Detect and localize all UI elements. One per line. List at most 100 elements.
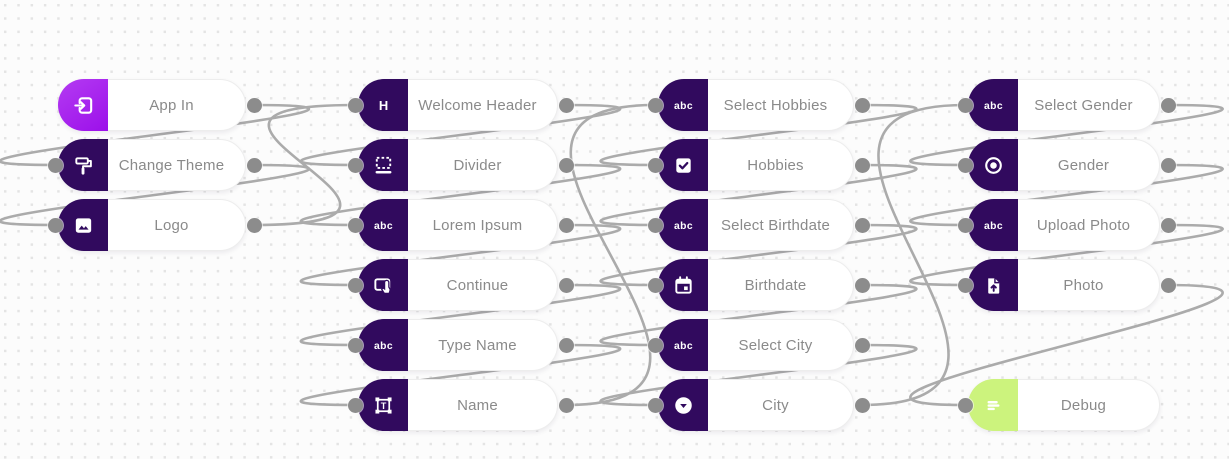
node-label: Gender [1057,156,1110,174]
divider-output-port[interactable] [558,157,574,173]
divider-input-port[interactable] [347,157,363,173]
select-hobbies-input-port[interactable] [647,97,663,113]
node-label: Upload Photo [1036,216,1131,234]
svg-text:abc: abc [984,221,1003,232]
node-cap [58,199,108,251]
logo-input-port[interactable] [47,217,63,233]
svg-text:abc: abc [374,221,393,232]
lorem-ipsum-input-port[interactable] [347,217,363,233]
wire-select-hobbies-to-hobbies [599,103,918,167]
select-gender-input-port[interactable] [957,97,973,113]
node-label: Change Theme [118,156,225,174]
wire-type-name-to-name [299,343,622,407]
city-input-port[interactable] [647,397,663,413]
hobbies-output-port[interactable] [854,157,870,173]
birthdate-input-port[interactable] [647,277,663,293]
hobbies-input-port[interactable] [647,157,663,173]
type-name-input-port[interactable] [347,337,363,353]
node-cap [658,139,708,191]
wire-upload-photo-to-photo [909,223,1224,287]
select-birthdate-input-port[interactable] [647,217,663,233]
app-in-output-port[interactable] [246,97,262,113]
debug-lines-icon [982,394,1005,417]
continue-input-port[interactable] [347,277,363,293]
wire-continue-to-type-name [299,283,622,347]
change-theme-output-port[interactable] [246,157,262,173]
upload-photo-input-port[interactable] [957,217,973,233]
node-upload-photo[interactable]: abc Upload Photo [968,199,1160,251]
paint-roller-icon [72,154,95,177]
welcome-header-input-port[interactable] [347,97,363,113]
continue-output-port[interactable] [558,277,574,293]
image-icon [72,214,95,237]
wire-name-to-select-hobbies [564,103,657,407]
node-continue[interactable]: Continue [358,259,558,311]
node-welcome-header[interactable]: H Welcome Header [358,79,558,131]
node-divider[interactable]: Divider [358,139,558,191]
wire-logo-to-welcome-header [252,103,357,227]
node-photo[interactable]: Photo [968,259,1160,311]
node-label: Select Gender [1034,96,1133,114]
node-logo[interactable]: Logo [58,199,246,251]
node-cap [358,139,408,191]
select-birthdate-output-port[interactable] [854,217,870,233]
node-select-gender[interactable]: abc Select Gender [968,79,1160,131]
node-label: Welcome Header [418,96,537,114]
abc-icon: abc [372,334,395,357]
node-cap: abc [658,319,708,371]
login-icon [72,94,95,117]
abc-icon: abc [982,94,1005,117]
node-label: Birthdate [744,276,807,294]
node-cap: T [358,379,408,431]
node-label: Continue [446,276,509,294]
type-name-output-port[interactable] [558,337,574,353]
svg-text:abc: abc [674,221,693,232]
node-hobbies[interactable]: Hobbies [658,139,854,191]
node-cap: abc [658,199,708,251]
welcome-header-output-port[interactable] [558,97,574,113]
node-label: City [762,396,789,414]
name-output-port[interactable] [558,397,574,413]
select-city-output-port[interactable] [854,337,870,353]
photo-output-port[interactable] [1160,277,1176,293]
node-label: Select Hobbies [723,96,828,114]
gender-input-port[interactable] [957,157,973,173]
change-theme-input-port[interactable] [47,157,63,173]
select-city-input-port[interactable] [647,337,663,353]
city-output-port[interactable] [854,397,870,413]
wire-gender-to-upload-photo [909,163,1224,227]
debug-input-port[interactable] [957,397,973,413]
abc-icon: abc [672,334,695,357]
node-cap [58,79,108,131]
name-input-port[interactable] [347,397,363,413]
wire-select-city-to-city [599,343,918,407]
node-birthdate[interactable]: Birthdate [658,259,854,311]
upload-photo-output-port[interactable] [1160,217,1176,233]
node-cap: abc [968,199,1018,251]
birthdate-output-port[interactable] [854,277,870,293]
gender-output-port[interactable] [1160,157,1176,173]
logo-output-port[interactable] [246,217,262,233]
node-cap [968,139,1018,191]
photo-input-port[interactable] [957,277,973,293]
node-city[interactable]: City [658,379,854,431]
node-app-in[interactable]: App In [58,79,246,131]
file-upload-icon [982,274,1005,297]
wire-app-in-to-change-theme [0,103,310,167]
lorem-ipsum-output-port[interactable] [558,217,574,233]
select-gender-output-port[interactable] [1160,97,1176,113]
select-hobbies-output-port[interactable] [854,97,870,113]
abc-icon: abc [372,214,395,237]
svg-text:T: T [380,400,386,410]
node-debug[interactable]: Debug [968,379,1160,431]
node-change-theme[interactable]: Change Theme [58,139,246,191]
node-gender[interactable]: Gender [968,139,1160,191]
node-cap: H [358,79,408,131]
